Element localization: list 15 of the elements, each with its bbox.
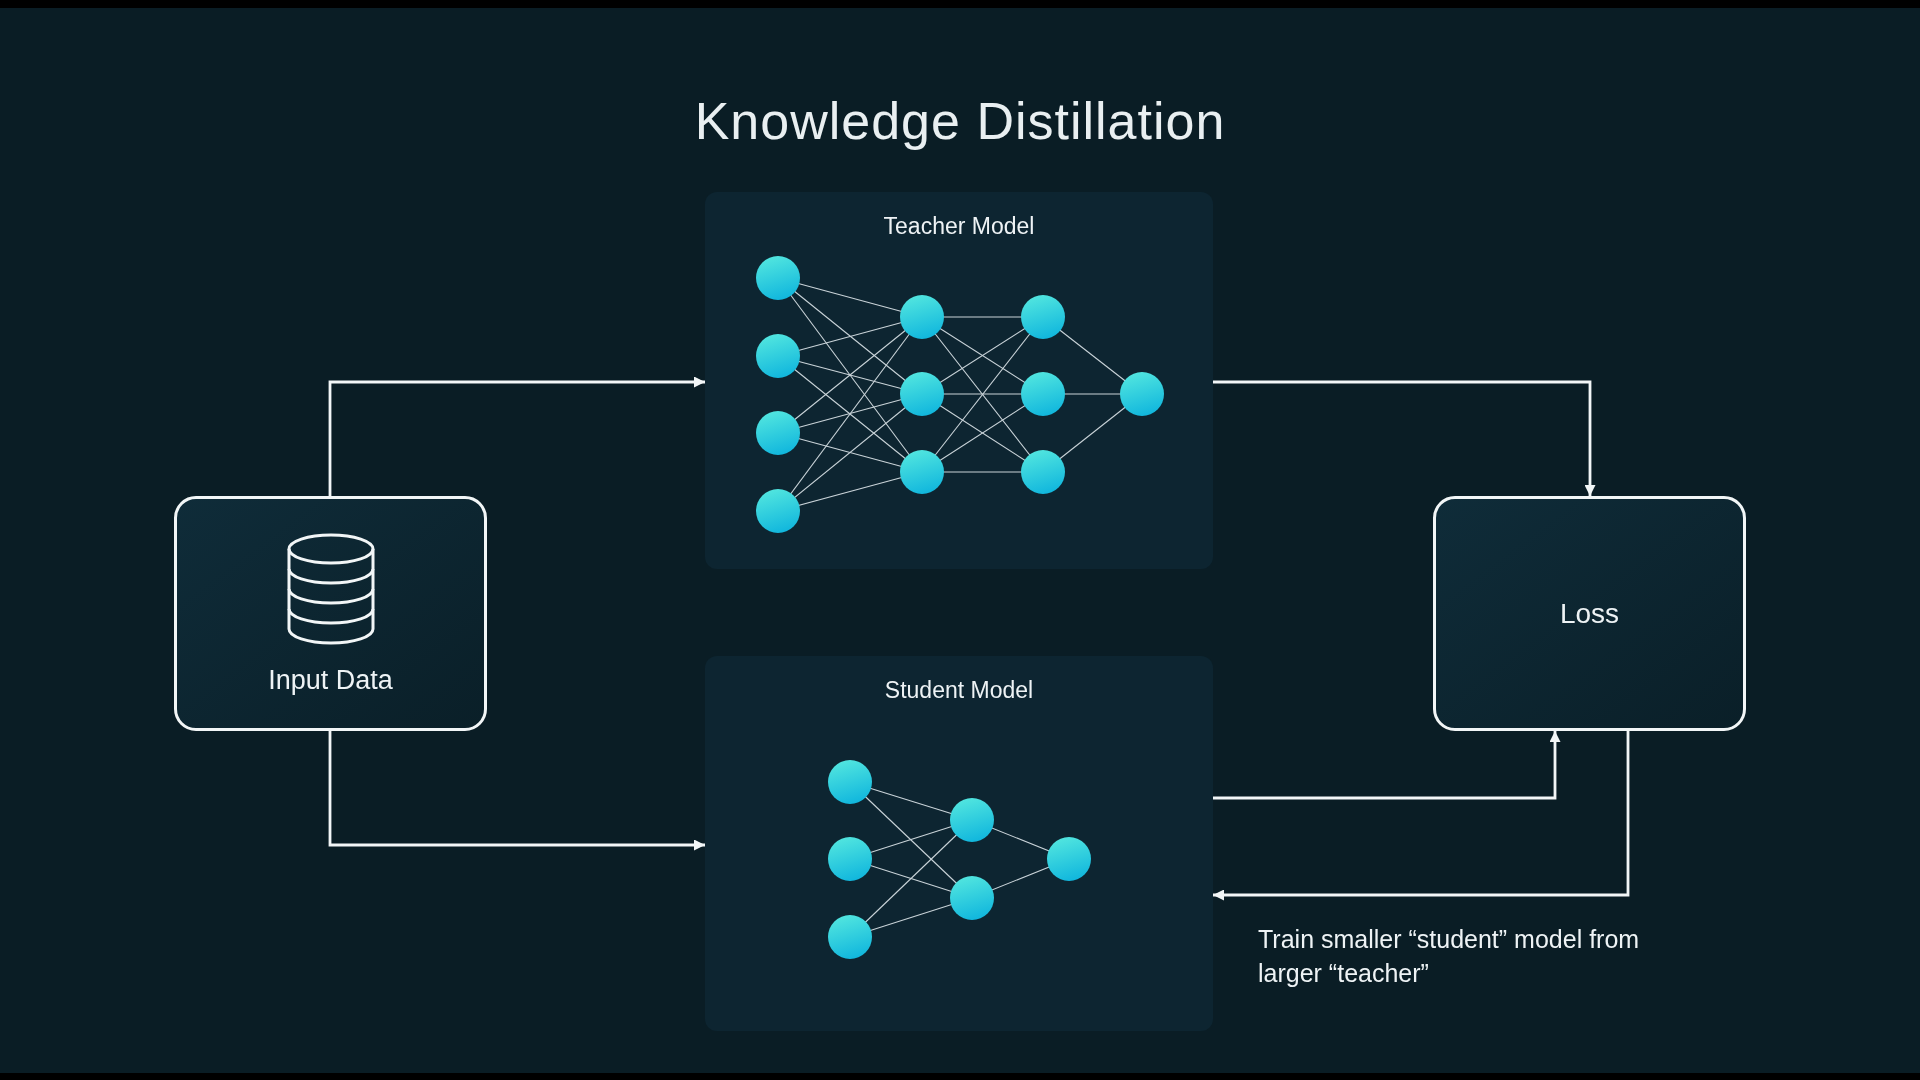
connector-arrow	[1213, 380, 1596, 496]
connector-arrow	[1213, 731, 1630, 901]
panel-title: Student Model	[884, 676, 1034, 705]
connector-arrow	[1213, 731, 1561, 800]
title: Knowledge Distillation	[694, 91, 1226, 152]
model-panel	[705, 656, 1213, 1031]
panel-title: Teacher Model	[883, 212, 1035, 241]
process-box	[1433, 496, 1746, 731]
connector-arrow	[328, 731, 705, 851]
box-label: Input Data	[268, 664, 393, 697]
model-panel	[705, 192, 1213, 569]
box-label: Loss	[1559, 596, 1620, 631]
note-text: Train smaller “student” model from larger “teacher”	[1258, 924, 1641, 989]
connector-arrow	[328, 376, 705, 496]
data-source-box	[174, 496, 487, 731]
